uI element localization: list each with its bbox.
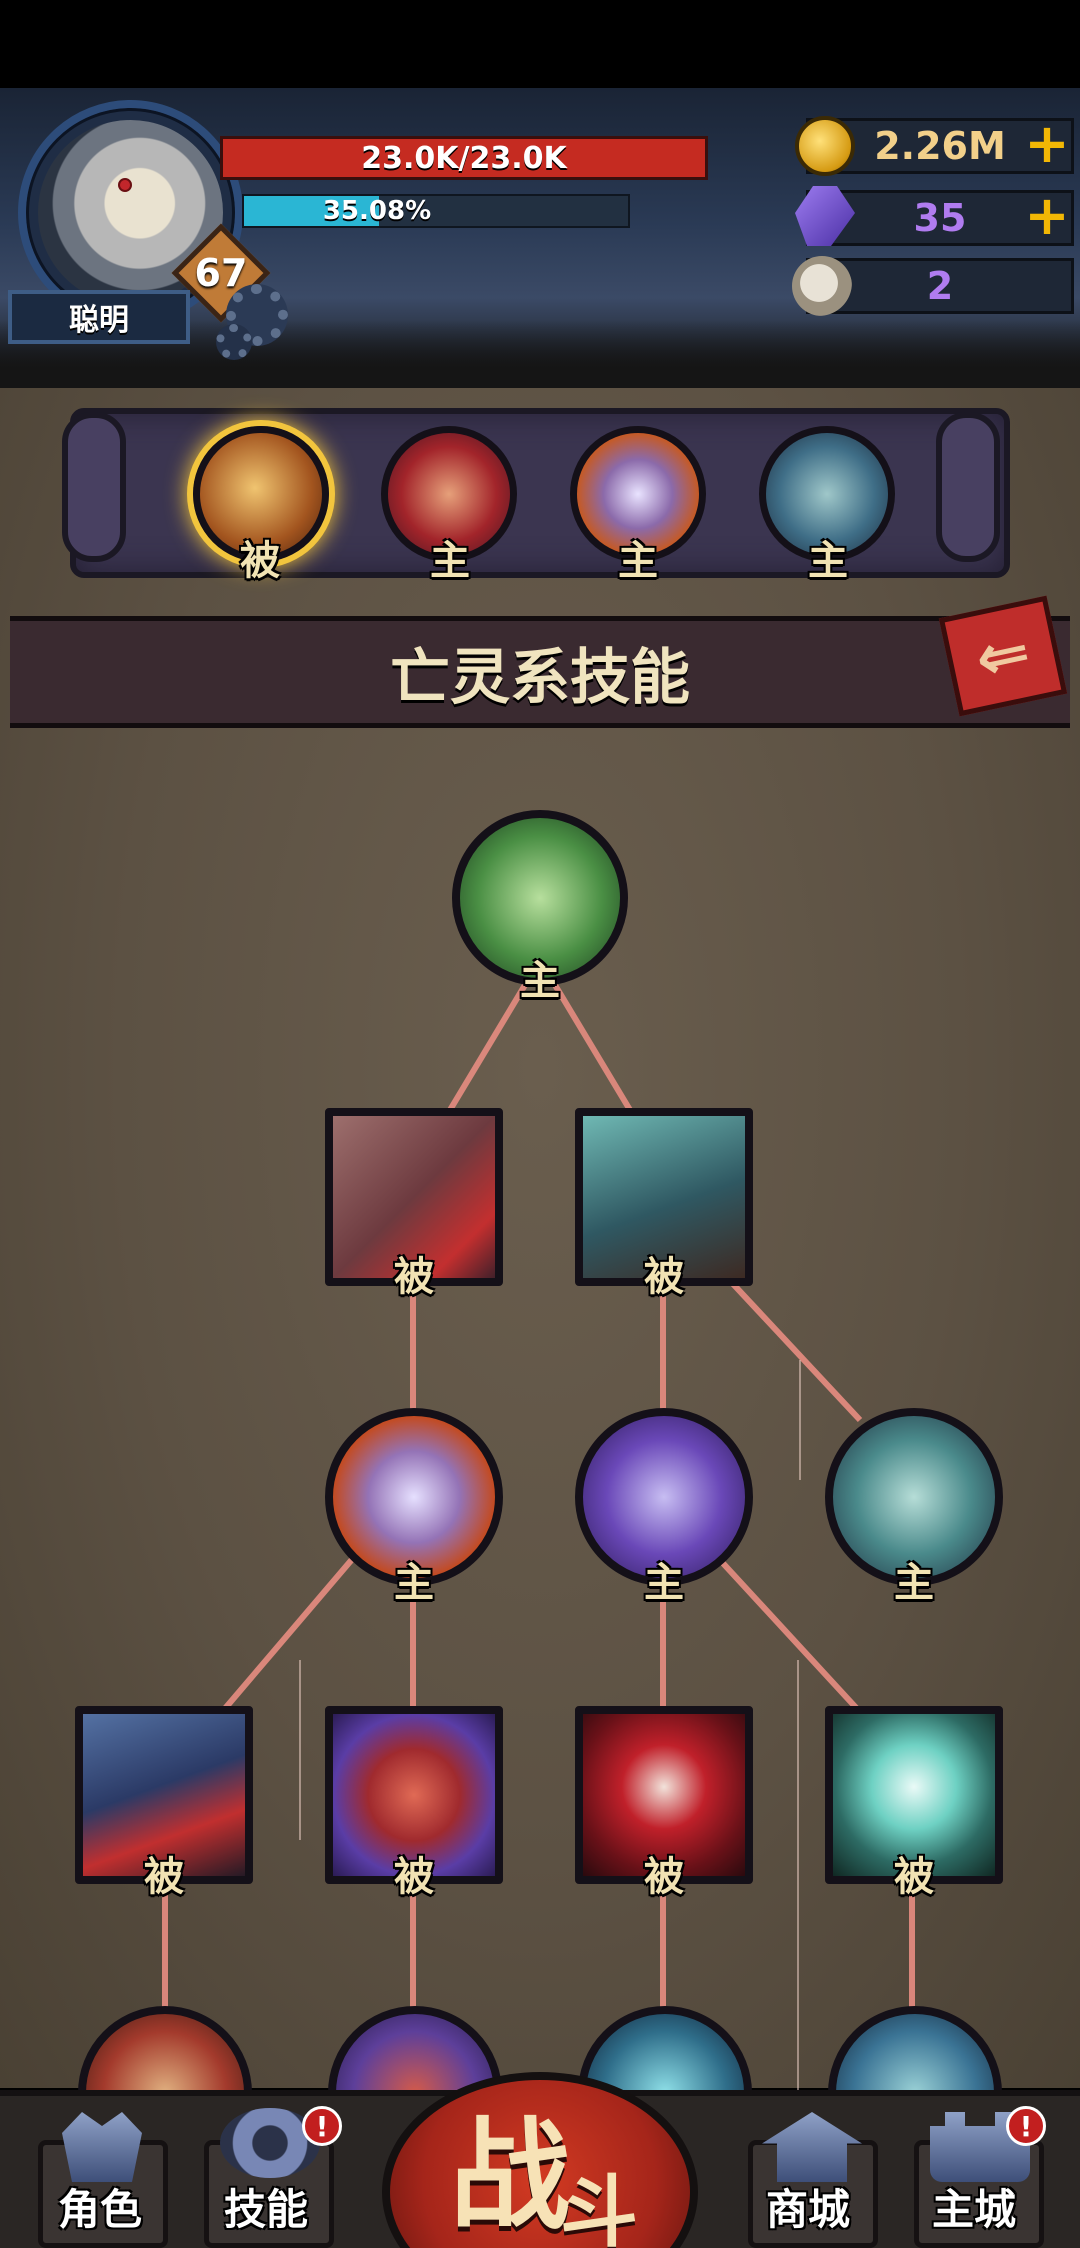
nav-main-city-label: 主城: [932, 2185, 1017, 2234]
forehead-gem-icon: [118, 178, 132, 192]
skill-node-7-type: 被: [144, 1854, 184, 1900]
status-bar: [0, 0, 1080, 88]
ram-skull-value: 2: [926, 264, 954, 308]
gold-value: 2.26M: [874, 124, 1006, 168]
skill-node-ghost-skull[interactable]: [825, 1706, 1003, 1884]
equipped-slot-1[interactable]: [193, 426, 329, 562]
hp-text: 23.0K/23.0K: [361, 140, 567, 176]
equipped-slot-1-type: 被: [240, 538, 280, 584]
gem-value: 35: [913, 196, 967, 240]
xp-text: 35.08%: [322, 196, 432, 226]
xp-bar-fill: [244, 196, 379, 226]
hp-bar: [220, 136, 708, 180]
add-gold-button[interactable]: +: [1024, 112, 1070, 175]
skill-node-3-type: 被: [644, 1254, 684, 1300]
equipped-slot-4-type: 主: [808, 538, 848, 584]
scroll-right-roll: [936, 412, 1000, 562]
ram-skull-icon: [792, 256, 852, 316]
skill-node-heart-stab[interactable]: [325, 1706, 503, 1884]
equipped-slot-2[interactable]: [381, 426, 517, 562]
player-name: 聪明: [8, 290, 190, 344]
equipped-slot-3[interactable]: [570, 426, 706, 562]
settings-small-gear-icon[interactable]: [216, 324, 252, 360]
skill-node-legs[interactable]: [825, 1408, 1003, 1586]
level-text: 67: [194, 251, 248, 295]
skill-node-bloody-skull[interactable]: [325, 1108, 503, 1286]
skill-node-red-sigil[interactable]: [575, 1706, 753, 1884]
nav-skills-label: 技能: [224, 2185, 309, 2234]
nav-skills-badge: !: [302, 2106, 342, 2146]
nav-character-label: 角色: [58, 2185, 143, 2234]
skill-node-bleeding-cloak[interactable]: [75, 1706, 253, 1884]
add-gem-button[interactable]: +: [1024, 184, 1070, 247]
skill-node-10-type: 被: [894, 1854, 934, 1900]
nav-main-city-badge: !: [1006, 2106, 1046, 2146]
skill-node-6-type: 主: [894, 1560, 934, 1606]
skill-node-skeleton-mage[interactable]: [575, 1408, 753, 1586]
equipped-slot-3-type: 主: [618, 538, 658, 584]
nav-shop-label: 商城: [766, 2185, 851, 2234]
skill-node-1-type: 主: [520, 958, 560, 1004]
scroll-left-roll: [62, 412, 126, 562]
equipped-slot-4[interactable]: [759, 426, 895, 562]
battle-button-sublabel: 斗: [560, 2168, 639, 2248]
skill-node-flaming-skulls[interactable]: [325, 1408, 503, 1586]
skill-node-zombie-hand[interactable]: [452, 810, 628, 986]
skill-node-skeleton-rise[interactable]: [575, 1108, 753, 1286]
panel-title: 亡灵系技能: [390, 642, 690, 713]
battle-button-label: 战: [450, 2107, 570, 2246]
skill-node-2-type: 被: [394, 1254, 434, 1300]
skill-node-9-type: 被: [644, 1854, 684, 1900]
equipped-slot-2-type: 主: [430, 538, 470, 584]
skill-node-5-type: 主: [644, 1560, 684, 1606]
panel-title-band: 亡灵系技能: [10, 616, 1070, 728]
skill-node-4-type: 主: [394, 1560, 434, 1606]
gold-coin-icon: [795, 116, 855, 176]
skill-node-8-type: 被: [394, 1854, 434, 1900]
